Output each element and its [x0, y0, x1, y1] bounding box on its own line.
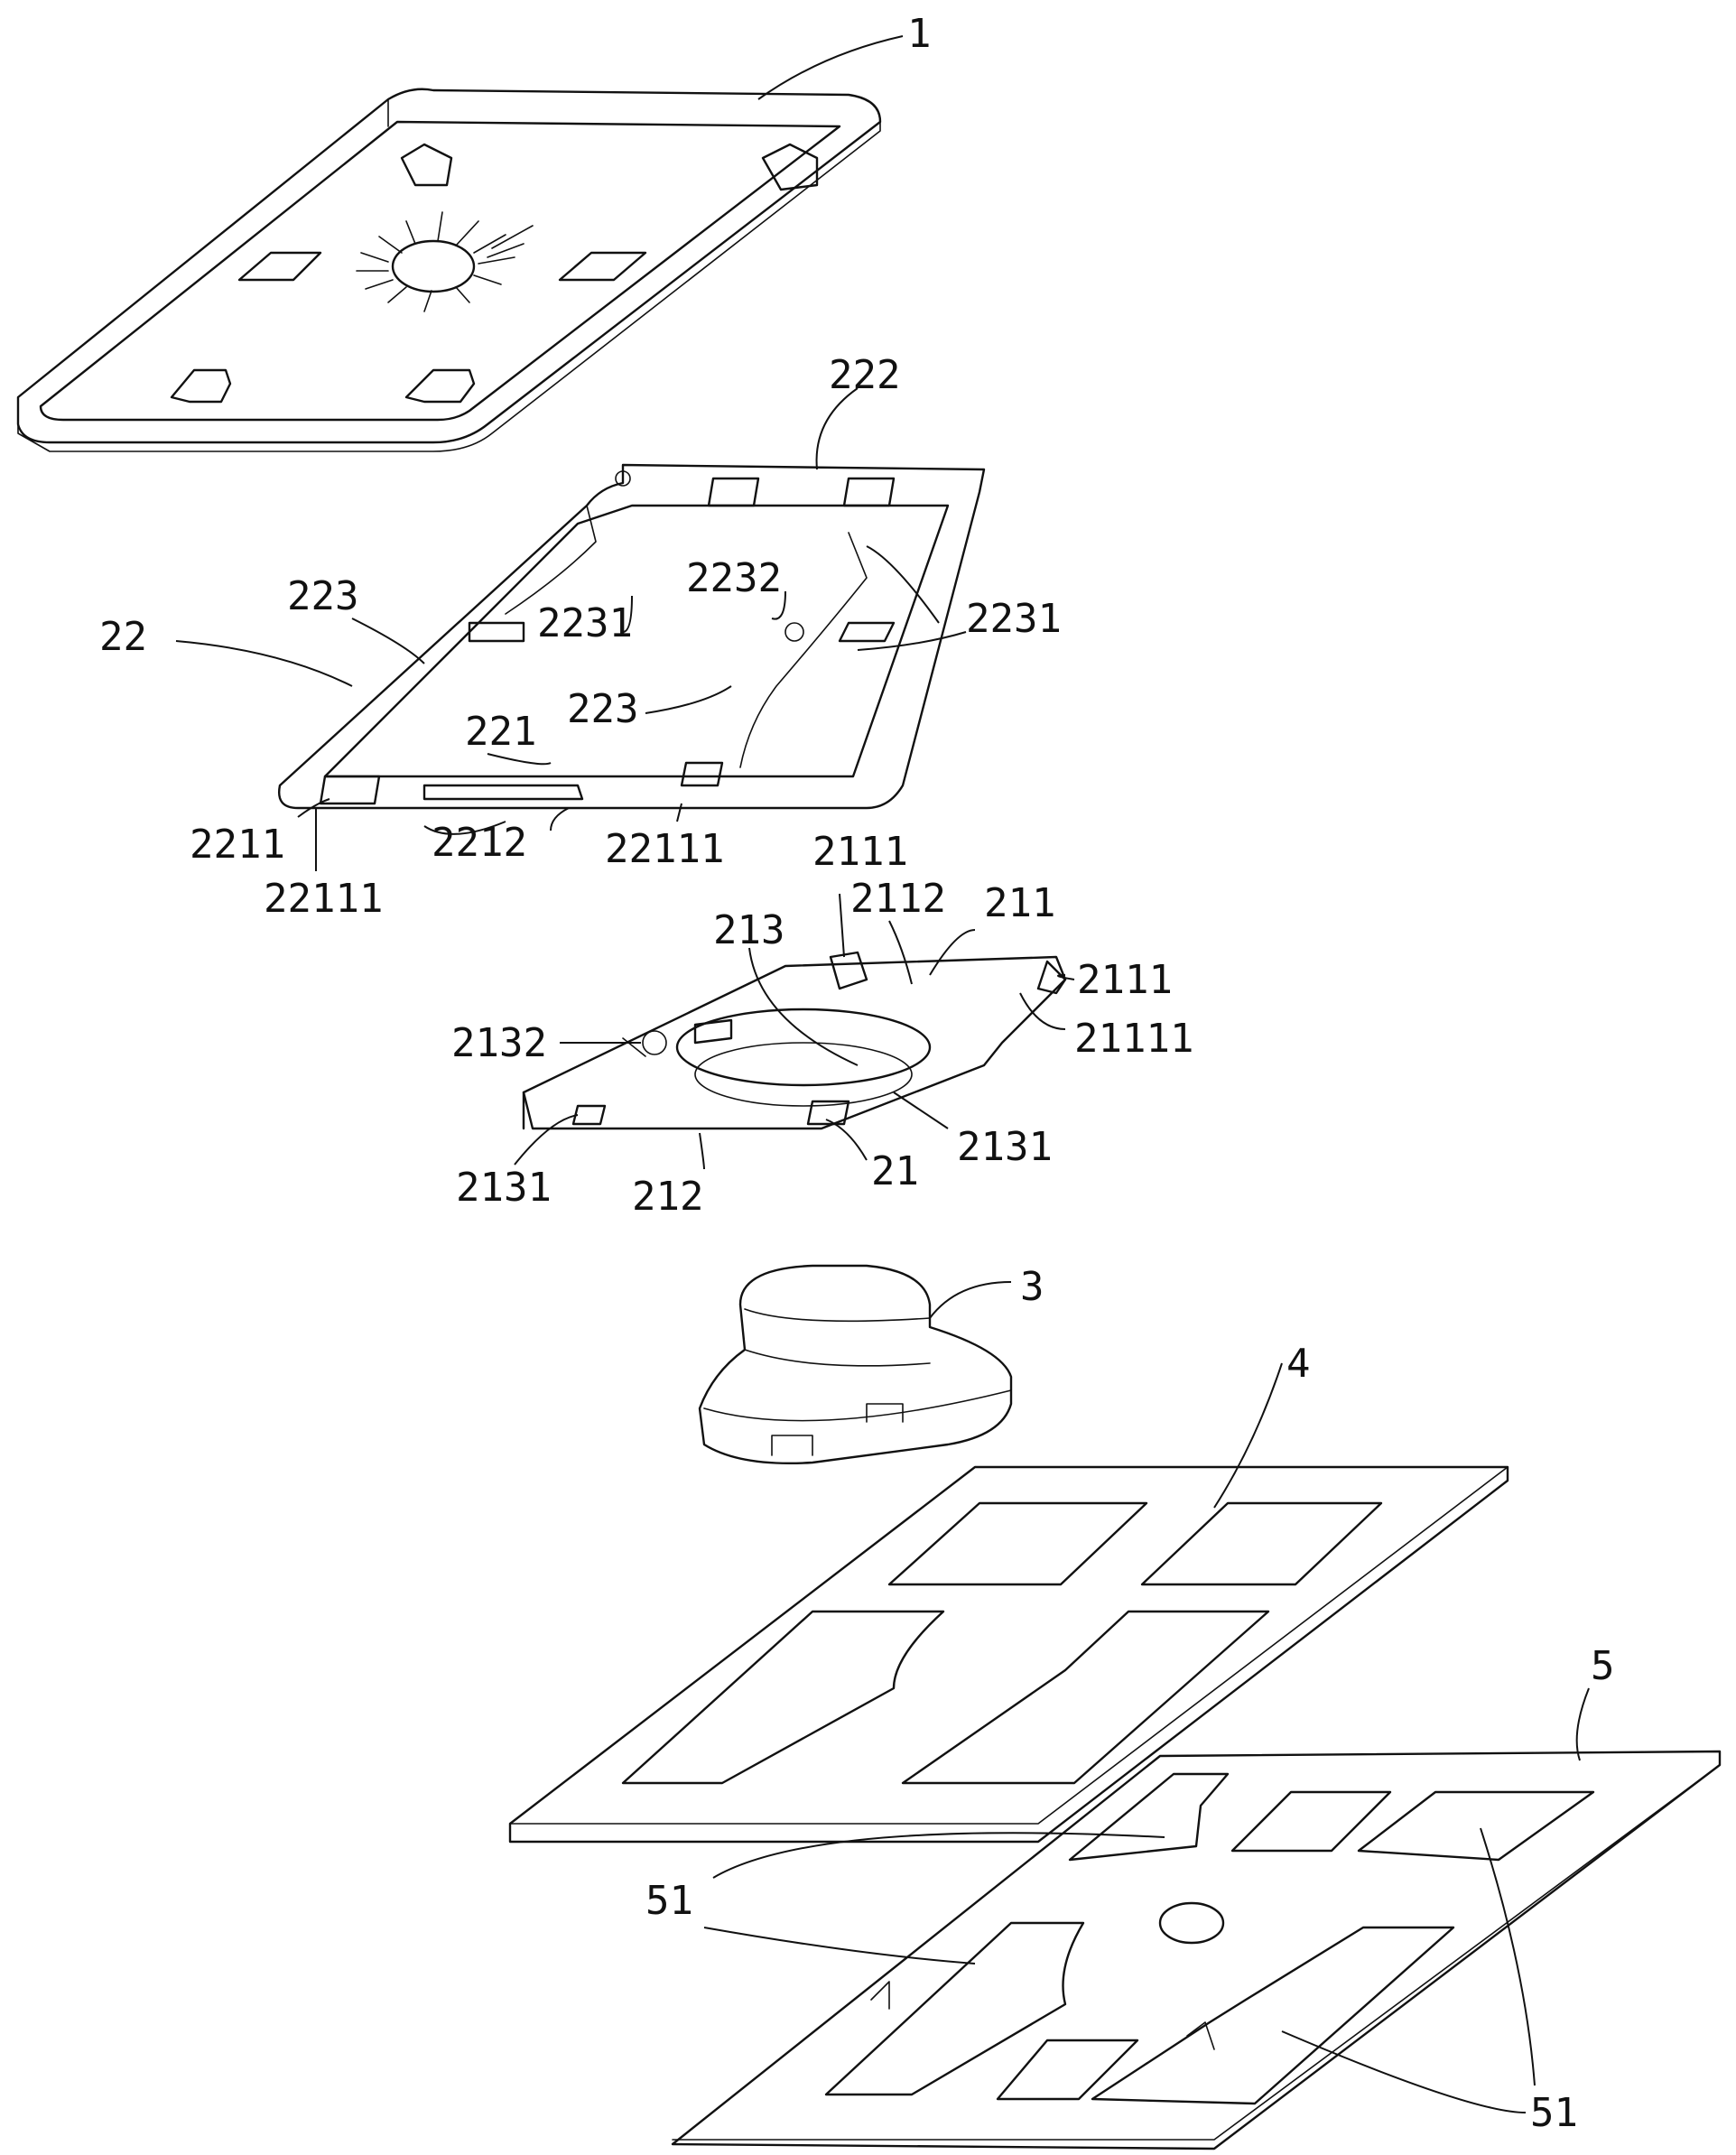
label-1: 1 — [907, 11, 932, 57]
label-21: 21 — [871, 1148, 919, 1194]
label-22111-right: 22111 — [605, 826, 724, 872]
part-21-bracket — [522, 951, 1067, 1130]
label-2132: 2132 — [451, 1020, 547, 1066]
label-5: 5 — [1591, 1643, 1615, 1689]
label-213: 213 — [713, 907, 784, 953]
label-223-left: 223 — [287, 573, 358, 619]
part-3-dome — [698, 1264, 1013, 1465]
label-211: 211 — [984, 880, 1055, 926]
part-5-base — [671, 1750, 1722, 2150]
label-2112: 2112 — [850, 876, 946, 922]
label-212: 212 — [632, 1174, 703, 1220]
label-3: 3 — [1020, 1264, 1044, 1310]
label-2212: 2212 — [432, 820, 527, 866]
label-22: 22 — [99, 614, 147, 660]
reference-labels: 1 222 223 22 2231 2232 2231 223 221 2211… — [99, 11, 1615, 2136]
label-2231-left: 2231 — [537, 600, 633, 646]
label-2131-right: 2131 — [957, 1124, 1053, 1170]
leader-lines — [175, 35, 1590, 2113]
label-2211: 2211 — [190, 822, 285, 868]
label-2232: 2232 — [686, 555, 782, 601]
part-1-frame — [16, 88, 882, 452]
label-22111-left: 22111 — [264, 876, 383, 922]
label-21111: 21111 — [1074, 1016, 1193, 1062]
label-223-right: 223 — [567, 686, 638, 732]
label-2111-right: 2111 — [1077, 957, 1173, 1003]
label-51-left: 51 — [645, 1878, 693, 1924]
label-2111-top: 2111 — [812, 829, 908, 875]
label-51-right: 51 — [1530, 2090, 1578, 2136]
label-4: 4 — [1286, 1341, 1311, 1387]
label-221: 221 — [465, 709, 536, 755]
label-222: 222 — [829, 352, 900, 398]
label-2231-right: 2231 — [966, 596, 1062, 642]
label-2131-left: 2131 — [456, 1165, 552, 1211]
part-4-sheet — [508, 1465, 1509, 1844]
part-22-bracket — [278, 463, 986, 810]
